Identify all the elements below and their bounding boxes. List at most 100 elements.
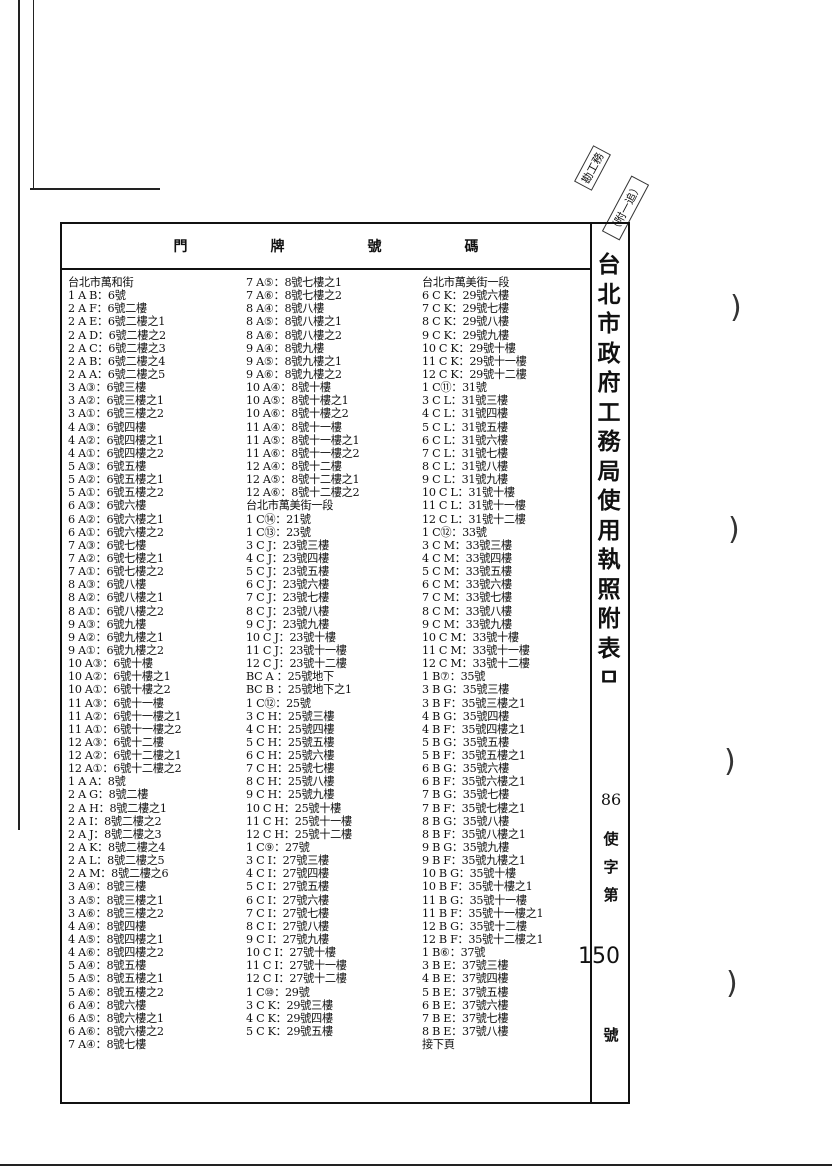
address-entry: 8 C M：33號八樓 [422, 604, 512, 618]
address-entry: 11 A⑥：8號十一樓之2 [246, 446, 360, 460]
address-entry: 7 B G：35號七樓 [422, 788, 510, 802]
address-entry: 12 A⑤：8號十二樓之1 [246, 473, 360, 487]
binding-line-top [30, 188, 160, 190]
approval-stamp: 勘工務 [574, 145, 611, 191]
address-entry: 9 C K：29號九樓 [422, 328, 509, 342]
address-entry: 2 A G：8號二樓 [68, 788, 149, 802]
address-entry: 6 A⑥：8號六樓之2 [68, 1025, 164, 1039]
address-entry: 4 C J：23號四樓 [246, 551, 329, 565]
address-entry: 8 C H：25號八樓 [246, 775, 335, 789]
address-entry: 5 C M：33號五樓 [422, 565, 512, 579]
address-entry: 6 A①：6號六樓之2 [68, 525, 164, 539]
header-col-2: 牌 [270, 239, 285, 255]
address-entry: 8 A⑤：8號八樓之1 [246, 315, 342, 329]
address-entry: 2 A D：6號二樓之2 [68, 328, 166, 342]
address-entry: 5 A①：6號五樓之2 [68, 486, 164, 500]
address-entry: 12 C H：25號十二樓 [246, 827, 352, 841]
address-entry: 6 C J：23號六樓 [246, 578, 329, 592]
address-entry: 12 A④：8號十二樓 [246, 459, 342, 473]
address-entry: 7 A①：6號七樓之2 [68, 565, 164, 579]
address-entry: 7 A⑤：8號七樓之1 [246, 276, 342, 289]
address-entry: 11 C I：27號十一樓 [246, 959, 347, 973]
address-entry: 8 B E：37號八樓 [422, 1025, 509, 1039]
address-entry: 11 C L：31號十一樓 [422, 499, 526, 513]
address-entry: 10 A⑥：8號十樓之2 [246, 407, 349, 421]
address-entry: 7 B E：37號七樓 [422, 1011, 509, 1025]
address-entry: 6 C H：25號六樓 [246, 749, 335, 763]
address-entry: 8 C J：23號八樓 [246, 604, 329, 618]
address-entry: 5 C I：27號五樓 [246, 880, 329, 894]
address-entry: 10 B G：35號十樓 [422, 867, 516, 881]
address-entry: 2 A H：8號二樓之1 [68, 801, 167, 815]
address-entry: 6 B G：35號六樓 [422, 762, 510, 776]
punch-hole-2: ) [728, 512, 740, 547]
address-entry: 9 B F：35號九樓之1 [422, 854, 526, 868]
address-entry: 12 A⑥：8號十二樓之2 [246, 486, 360, 500]
address-entry: 8 A④：8號八樓 [246, 302, 324, 316]
year-label: 86 [600, 790, 622, 809]
punch-hole-3: ) [724, 744, 736, 779]
address-entry: 1 C⑭：21號 [246, 512, 311, 526]
address-entry: 8 A①：6號八樓之2 [68, 604, 164, 618]
title-char: 市 [597, 310, 621, 337]
address-entry: 10 C I：27號十樓 [246, 946, 336, 960]
header-col-1: 門 [173, 239, 188, 255]
address-entry: 10 A⑤：8號十樓之1 [246, 394, 349, 408]
address-entry: 12 C J：23號十二樓 [246, 657, 347, 671]
address-entry: 台北市萬美街一段 [422, 276, 510, 289]
address-entry: 1 B⑦：35號 [422, 670, 486, 684]
address-entry: 2 A K：8號二樓之4 [68, 841, 166, 855]
address-entry: 6 C K：29號六樓 [422, 289, 509, 303]
address-entry: 8 A③：6號八樓 [68, 578, 146, 592]
address-entry: 3 A①：6號三樓之2 [68, 407, 164, 421]
title-char: 府 [597, 369, 621, 396]
address-entry: 1 C⑫：33號 [422, 525, 487, 539]
address-entry: 4 C L：31號四樓 [422, 407, 508, 421]
permit-number: 150 [578, 944, 620, 969]
address-entry: 7 A③：6號七樓 [68, 538, 146, 552]
address-entry: 9 B G：35號九樓 [422, 841, 510, 855]
address-entry: 9 A⑥：8號九樓之2 [246, 367, 342, 381]
address-entry: 10 A①：6號十樓之2 [68, 683, 171, 697]
title-char: 台 [597, 251, 621, 278]
address-entry: 9 C J：23號九樓 [246, 617, 329, 631]
address-entry: 8 A⑥：8號八樓之2 [246, 328, 342, 342]
address-entry: 5 B E：37號五樓 [422, 985, 509, 999]
address-entry: 10 C L：31號十樓 [422, 486, 515, 500]
address-entry: 4 A③：6號四樓 [68, 420, 146, 434]
address-entry: 2 A C：6號二樓之3 [68, 341, 166, 355]
address-entry: 9 A②：6號九樓之1 [68, 630, 164, 644]
address-entry: 7 C L：31號七樓 [422, 446, 508, 460]
address-entry: 7 C M：33號七樓 [422, 591, 512, 605]
address-entry: 7 A②：6號七樓之1 [68, 551, 164, 565]
address-entry: 6 A②：6號六樓之1 [68, 512, 164, 526]
title-char: 局 [597, 457, 621, 485]
address-entry: 1 C⑩：29號 [246, 985, 310, 999]
address-entry: 12 C M：33號十二樓 [422, 657, 530, 671]
title-char: 工 [597, 398, 621, 426]
address-entry: 台北市萬和街 [68, 276, 134, 289]
address-entry: 11 C J：23號十一樓 [246, 643, 347, 657]
address-entry: 11 A①：6號十一樓之2 [68, 722, 182, 736]
punch-hole-1: ) [730, 290, 742, 325]
address-entry: 4 B E：37號四樓 [422, 972, 509, 986]
address-entry: 3 C L：31號三樓 [422, 394, 508, 408]
address-entry: 3 C M：33號三樓 [422, 538, 512, 552]
address-entry: 11 A③：6號十一樓 [68, 696, 164, 710]
address-entry: 8 C I：27號八樓 [246, 919, 329, 933]
address-entry: 6 B E：37號六樓 [422, 998, 509, 1012]
address-entry: 3 A⑥：8號三樓之2 [68, 906, 164, 920]
address-entry: 6 A③：6號六樓 [68, 499, 146, 513]
address-entry: 12 B G：35號十二樓 [422, 919, 527, 933]
address-entry: 11 A④：8號十一樓 [246, 420, 342, 434]
address-entry: 10 C J：23號十樓 [246, 630, 336, 644]
address-entry: 3 C H：25號三樓 [246, 709, 335, 723]
address-entry: 7 C H：25號七樓 [246, 762, 335, 776]
address-entry: 11 A②：6號十一樓之1 [68, 709, 182, 723]
address-entry: 4 A⑥：8號四樓之2 [68, 946, 164, 960]
header-col-4: 碼 [464, 239, 479, 255]
address-entry: 10 A②：6號十樓之1 [68, 670, 171, 684]
title-char: 執 [597, 546, 621, 573]
